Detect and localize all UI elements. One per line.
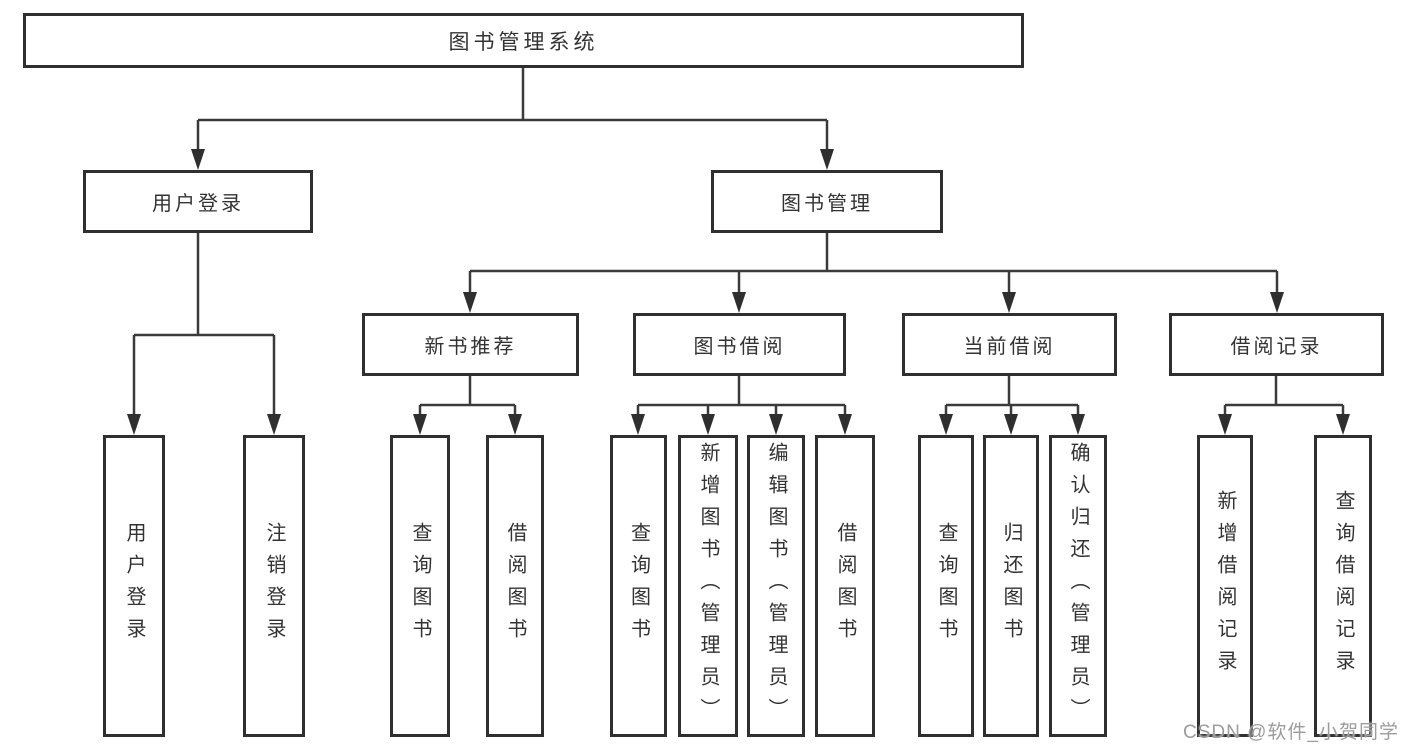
leaf-label: 查询图书 <box>935 522 957 650</box>
node-borrow-record: 借阅记录 <box>1169 313 1384 376</box>
leaf-edit-book-admin: 编辑图书（管理员） <box>747 435 805 737</box>
leaf-logout: 注销登录 <box>243 435 305 737</box>
leaf-add-borrow-record: 新增借阅记录 <box>1197 435 1253 737</box>
leaf-borrow-book: 借阅图书 <box>815 435 875 737</box>
node-book-management: 图书管理 <box>711 170 943 233</box>
node-current-borrow: 当前借阅 <box>902 313 1117 376</box>
leaf-add-book-admin: 新增图书（管理员） <box>678 435 738 737</box>
node-new-book-recommend: 新书推荐 <box>362 313 579 376</box>
leaf-label: 查询图书 <box>627 522 650 650</box>
leaf-return-book: 归还图书 <box>983 435 1039 737</box>
leaf-label: 归还图书 <box>1000 522 1022 650</box>
leaf-label: 查询图书 <box>409 522 431 650</box>
leaf-query-borrow-record: 查询借阅记录 <box>1314 435 1372 737</box>
leaf-query-book-newbook: 查询图书 <box>390 435 450 737</box>
leaf-query-book-current: 查询图书 <box>918 435 974 737</box>
leaf-label: 新增借阅记录 <box>1214 490 1236 682</box>
node-root-system: 图书管理系统 <box>23 13 1024 68</box>
leaf-query-book-borrow: 查询图书 <box>610 435 667 737</box>
leaf-label: 用户登录 <box>123 522 145 650</box>
leaf-label: 注销登录 <box>263 522 285 650</box>
leaf-label: 查询借阅记录 <box>1332 490 1354 682</box>
leaf-borrow-book-newbook: 借阅图书 <box>486 435 544 737</box>
node-book-borrow: 图书借阅 <box>633 313 846 376</box>
leaf-label: 新增图书（管理员） <box>697 442 719 730</box>
leaf-label: 编辑图书（管理员） <box>765 442 787 730</box>
csdn-watermark: CSDN @软件_小贺同学 <box>1183 722 1399 743</box>
node-user-login: 用户登录 <box>83 170 313 233</box>
leaf-label: 确认归还（管理员） <box>1067 442 1089 730</box>
leaf-label: 借阅图书 <box>834 522 856 650</box>
leaf-label: 借阅图书 <box>504 522 526 650</box>
leaf-confirm-return-admin: 确认归还（管理员） <box>1049 435 1107 737</box>
leaf-user-login: 用户登录 <box>103 435 165 737</box>
